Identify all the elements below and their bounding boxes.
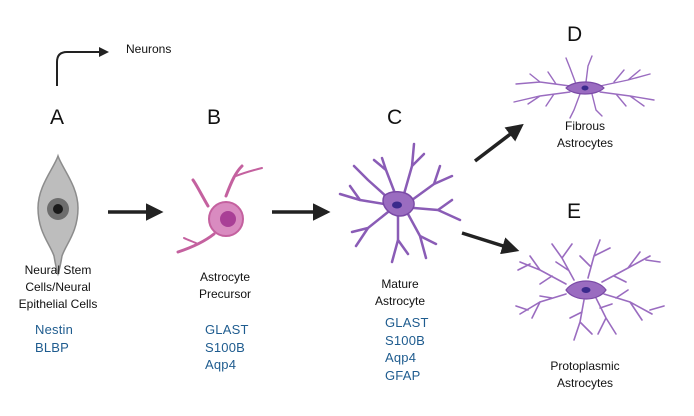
neurons-arrow bbox=[56, 47, 109, 86]
stage-label-b: B bbox=[207, 106, 222, 129]
stage-label-c: C bbox=[387, 106, 403, 129]
caption-line: Mature bbox=[381, 277, 419, 291]
stage-label-d: D bbox=[567, 23, 583, 46]
mature-astrocyte-icon bbox=[338, 142, 462, 264]
marker-item: BLBP bbox=[35, 339, 70, 355]
marker-item: GLAST bbox=[385, 315, 429, 330]
markers-mature-astrocyte: GLAST S100B Aqp4 GFAP bbox=[385, 314, 429, 384]
caption-line: Protoplasmic bbox=[550, 359, 620, 373]
protoplasmic-astrocyte-icon bbox=[515, 239, 665, 341]
astrocyte-precursor-icon bbox=[176, 164, 263, 254]
marker-item: S100B bbox=[385, 332, 426, 348]
caption-line: Fibrous bbox=[564, 119, 605, 133]
markers-neural-stem-cells: Nestin BLBP bbox=[35, 321, 73, 356]
stage-label-a: A bbox=[50, 106, 65, 129]
caption-mature-astrocyte: Mature Astrocyte bbox=[360, 276, 440, 310]
marker-item: Aqp4 bbox=[205, 357, 237, 372]
caption-protoplasmic-astrocytes: Protoplasmic Astrocytes bbox=[540, 358, 630, 392]
marker-item: GFAP bbox=[385, 367, 421, 383]
marker-item: S100B bbox=[205, 339, 246, 355]
neurons-label: Neurons bbox=[126, 42, 172, 56]
stage-label-e: E bbox=[567, 200, 582, 223]
caption-line: Astrocyte bbox=[374, 294, 425, 308]
markers-astrocyte-precursor: GLAST S100B Aqp4 bbox=[205, 321, 249, 374]
caption-neural-stem-cells: Neural Stem Cells/Neural Epithelial Cell… bbox=[8, 262, 108, 313]
caption-line: Precursor bbox=[198, 287, 251, 301]
neural-stem-cell-icon bbox=[37, 153, 79, 277]
caption-line: Astrocytes bbox=[556, 136, 613, 150]
caption-line: Cells/Neural bbox=[25, 280, 91, 294]
marker-item: Nestin bbox=[35, 322, 74, 337]
caption-line: Neural Stem bbox=[24, 263, 92, 277]
fibrous-astrocyte-icon bbox=[513, 55, 655, 119]
caption-astrocyte-precursor: Astrocyte Precursor bbox=[180, 269, 270, 303]
arrow-c-to-d bbox=[473, 123, 524, 163]
caption-line: Astrocyte bbox=[199, 270, 250, 284]
marker-item: GLAST bbox=[205, 322, 249, 337]
marker-item: Aqp4 bbox=[385, 350, 417, 365]
arrow-c-to-e bbox=[461, 231, 520, 255]
caption-line: Epithelial Cells bbox=[18, 297, 98, 311]
caption-fibrous-astrocytes: Fibrous Astrocytes bbox=[545, 118, 625, 152]
caption-line: Astrocytes bbox=[556, 376, 613, 390]
